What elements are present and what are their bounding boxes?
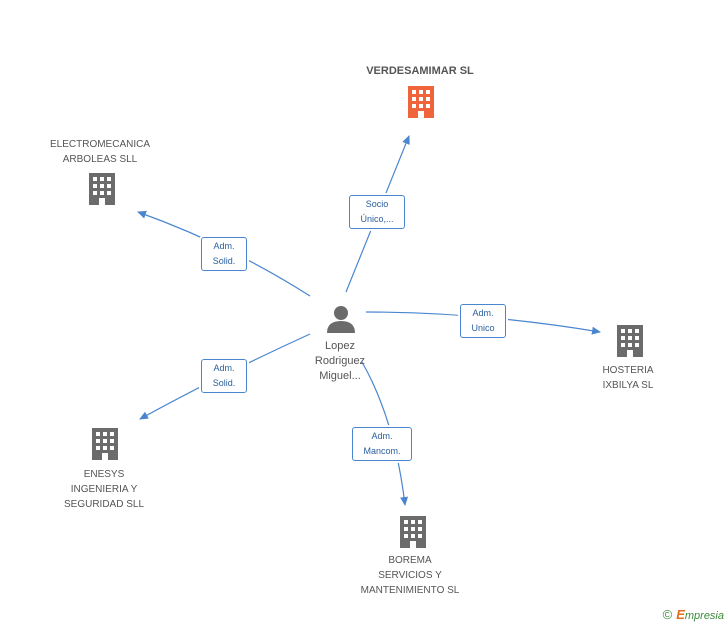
building-icon-enesys[interactable] [92, 428, 118, 460]
edge-label-line: Adm. [213, 363, 235, 373]
label-line: ARBOLEAS SLL [62, 154, 138, 165]
brand-name: mpresia [684, 610, 724, 622]
label-line: IXBILYA SL [602, 380, 654, 391]
label-line: INGENIERIA Y [70, 484, 138, 495]
label-line: ENESYS [83, 469, 125, 480]
label-line: SERVICIOS Y [378, 570, 442, 581]
edge-to-borema [361, 361, 409, 506]
label-line: Rodriguez [314, 355, 366, 367]
edge-label-borema[interactable]: Adm. Mancom. [352, 427, 412, 461]
node-label-borema[interactable]: BOREMA SERVICIOS Y MANTENIMIENTO SL [340, 553, 480, 598]
label-line: Lopez [325, 340, 355, 352]
edge-label-electromecanica[interactable]: Adm. Solid. [201, 237, 247, 271]
building-icon-hosteria[interactable] [617, 325, 643, 357]
node-label-hosteria[interactable]: HOSTERIA IXBILYA SL [570, 363, 686, 393]
edge-label-line: Socio [365, 199, 389, 209]
label-line: ELECTROMECANICA [49, 139, 150, 150]
edge-label-line: Adm. [213, 241, 235, 251]
label-line: HOSTERIA [602, 365, 654, 376]
node-label-enesys[interactable]: ENESYS INGENIERIA Y SEGURIDAD SLL [34, 467, 174, 512]
node-label-person[interactable]: Lopez Rodriguez Miguel... [290, 339, 390, 384]
brand-initial: E [676, 607, 685, 622]
edge-label-line: Solid. [212, 256, 236, 266]
edge-label-enesys[interactable]: Adm. Solid. [201, 359, 247, 393]
building-icon-verdesamimar[interactable] [408, 86, 434, 118]
edge-label-line: Mancom. [363, 446, 401, 456]
edge-label-line: Unico [471, 323, 495, 333]
empresia-watermark: ©Empresia [663, 607, 724, 622]
edge-label-line: Único,... [360, 214, 394, 224]
building-icon-borema[interactable] [400, 516, 426, 548]
copyright-symbol: © [662, 607, 673, 622]
node-label-verdesamimar[interactable]: VERDESAMIMAR SL [366, 65, 474, 77]
label-line: BOREMA [388, 555, 432, 566]
label-line: SEGURIDAD SLL [63, 499, 145, 510]
label-line: MANTENIMIENTO SL [360, 585, 460, 596]
building-icon-electromecanica[interactable] [89, 173, 115, 205]
node-label-electromecanica[interactable]: ELECTROMECANICA ARBOLEAS SLL [30, 137, 170, 167]
edge-label-hosteria[interactable]: Adm. Unico [460, 304, 506, 338]
edge-label-line: Solid. [212, 378, 236, 388]
label-line: Miguel... [319, 370, 361, 382]
person-icon[interactable] [327, 306, 355, 333]
edge-label-line: Adm. [371, 431, 393, 441]
edge-label-socio[interactable]: Socio Único,... [349, 195, 405, 229]
edge-label-line: Adm. [472, 308, 494, 318]
